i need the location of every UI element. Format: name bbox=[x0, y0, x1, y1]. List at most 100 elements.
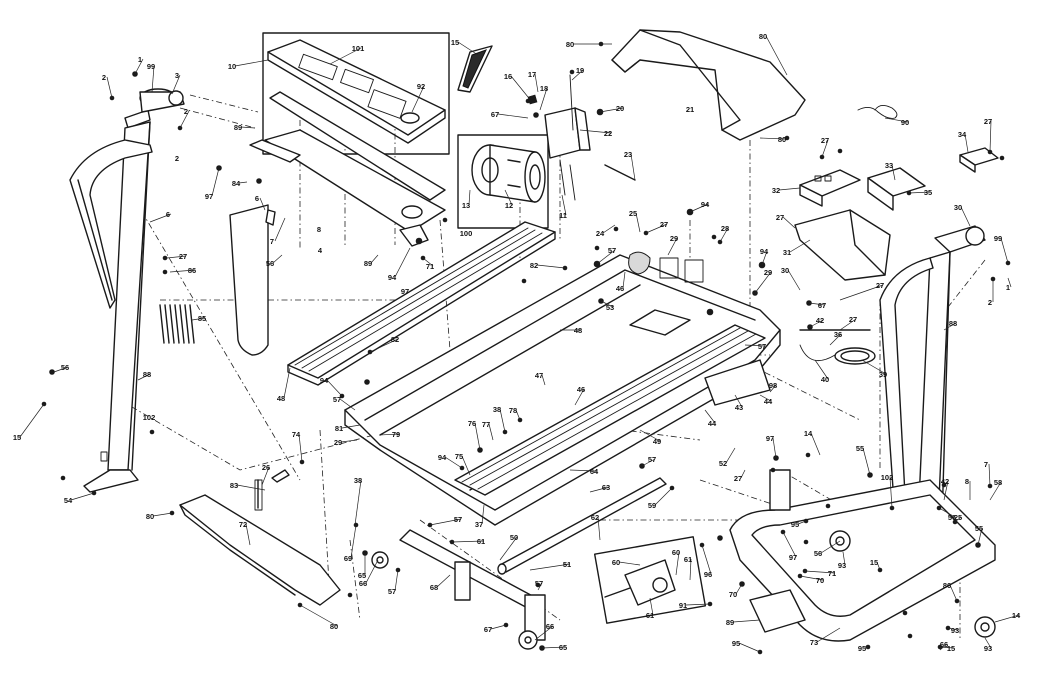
callout-leader-line bbox=[149, 213, 172, 223]
part-number-label: 61 bbox=[477, 537, 485, 546]
part-number-label: 67 bbox=[484, 625, 492, 634]
part-number-label: 56 bbox=[814, 549, 822, 558]
callout-leader-line bbox=[732, 619, 761, 623]
part-number-label: 78 bbox=[509, 406, 517, 415]
part-number-label: 27 bbox=[984, 117, 992, 126]
callout-leader-line bbox=[272, 254, 283, 264]
part-number-label: 88 bbox=[949, 319, 957, 328]
callout-leader-line bbox=[842, 551, 846, 566]
part-number-label: 17 bbox=[528, 70, 536, 79]
callout-leader-line bbox=[539, 87, 548, 111]
callout-leader-line bbox=[789, 239, 811, 253]
callout-leader-line bbox=[964, 133, 969, 153]
callout-leader-line bbox=[744, 344, 766, 347]
part-number-label: 54 bbox=[64, 496, 73, 505]
callout-leader-line bbox=[19, 403, 45, 438]
part-number-label: 26 bbox=[262, 463, 270, 472]
callout-leader-line bbox=[574, 388, 585, 406]
callout-leader-line bbox=[738, 642, 761, 653]
part-number-label: 36 bbox=[834, 330, 842, 339]
part-number-label: 85 bbox=[198, 314, 206, 323]
part-number-label: 4 bbox=[318, 246, 323, 255]
part-number-label: 75 bbox=[455, 452, 463, 461]
callout-leader-line bbox=[411, 85, 425, 113]
callout-leader-line bbox=[369, 338, 399, 353]
part-number-label: 92 bbox=[417, 82, 425, 91]
callout-leader-line bbox=[908, 191, 932, 194]
callout-leader-line bbox=[490, 624, 507, 630]
callout-leader-line bbox=[654, 487, 673, 506]
callout-leader-line bbox=[943, 480, 949, 501]
callout-leader-line bbox=[821, 139, 829, 158]
callout-leader-line bbox=[876, 561, 881, 571]
part-number-label: 21 bbox=[686, 105, 694, 114]
callout-leader-line bbox=[884, 117, 909, 123]
callout-leader-line bbox=[354, 479, 362, 526]
part-number-label: 38 bbox=[354, 476, 362, 485]
callout-leader-line bbox=[862, 447, 871, 476]
callout-leader-line bbox=[689, 203, 709, 213]
callout-leader-line bbox=[499, 536, 518, 561]
callout-leader-line bbox=[734, 394, 743, 408]
part-number-label: 95 bbox=[791, 520, 799, 529]
callout-leader-line bbox=[499, 408, 506, 433]
part-number-label: 71 bbox=[426, 262, 434, 271]
part-number-label: 30 bbox=[781, 266, 789, 275]
part-number-label: 2 bbox=[988, 298, 992, 307]
callout-leader-line bbox=[814, 359, 829, 380]
part-number-label: 2 bbox=[102, 73, 106, 82]
part-number-label: 14 bbox=[1012, 611, 1021, 620]
callout-leader-line bbox=[481, 504, 485, 525]
callout-leader-line bbox=[541, 646, 567, 649]
part-number-label: 89 bbox=[234, 123, 242, 132]
part-number-label: 27 bbox=[734, 474, 742, 483]
part-number-label: 72 bbox=[239, 520, 247, 529]
part-number-label: 83 bbox=[230, 481, 238, 490]
part-number-label: 80 bbox=[566, 40, 574, 49]
callout-leader-line bbox=[891, 164, 896, 181]
part-number-label: 89 bbox=[726, 618, 734, 627]
callout-leader-line bbox=[436, 574, 451, 588]
callout-leader-line bbox=[468, 189, 471, 206]
callout-leader-line bbox=[299, 604, 338, 627]
callout-leader-line bbox=[939, 643, 948, 651]
part-number-label: 28 bbox=[721, 224, 729, 233]
part-number-label: 97 bbox=[205, 192, 213, 201]
callout-leader-line bbox=[451, 540, 485, 543]
part-number-label: 96 bbox=[704, 570, 712, 579]
callout-leader-line bbox=[735, 583, 743, 595]
part-number-label: 27 bbox=[849, 315, 857, 324]
base-frame bbox=[729, 469, 996, 642]
part-number-label: 84 bbox=[232, 179, 241, 188]
callout-leader-line bbox=[179, 110, 190, 129]
callout-leader-line bbox=[350, 524, 357, 559]
callout-leader-line bbox=[943, 322, 957, 331]
part-number-label: 74 bbox=[292, 430, 301, 439]
part-number-label: 97 bbox=[401, 287, 409, 296]
part-number-label: 23 bbox=[624, 150, 632, 159]
callout-leader-line bbox=[394, 247, 411, 278]
part-number-label: 22 bbox=[604, 129, 612, 138]
part-number-label: 53 bbox=[606, 303, 614, 312]
callout-leader-line bbox=[939, 646, 955, 649]
part-number-label: 80 bbox=[330, 622, 338, 631]
callout-leader-line bbox=[649, 597, 654, 616]
part-number-label: 94 bbox=[701, 200, 710, 209]
part-number-label: 48 bbox=[277, 394, 285, 403]
callout-leader-line bbox=[719, 227, 729, 243]
callout-leader-line bbox=[326, 379, 343, 397]
callout-leader-line bbox=[761, 250, 768, 266]
callout-leader-line bbox=[787, 269, 801, 291]
part-number-label: 1 bbox=[1006, 283, 1010, 292]
callout-leader-line bbox=[365, 559, 379, 584]
part-number-label: 67 bbox=[491, 110, 499, 119]
part-number-label: 30 bbox=[954, 203, 962, 212]
callout-leader-line bbox=[561, 194, 567, 216]
callout-leader-line bbox=[778, 187, 801, 191]
callout-leader-line bbox=[245, 523, 251, 546]
callout-leader-line bbox=[704, 409, 716, 424]
part-number-label: 29 bbox=[670, 234, 678, 243]
callout-leader-line bbox=[989, 120, 992, 153]
callout-leader-line bbox=[274, 217, 286, 242]
